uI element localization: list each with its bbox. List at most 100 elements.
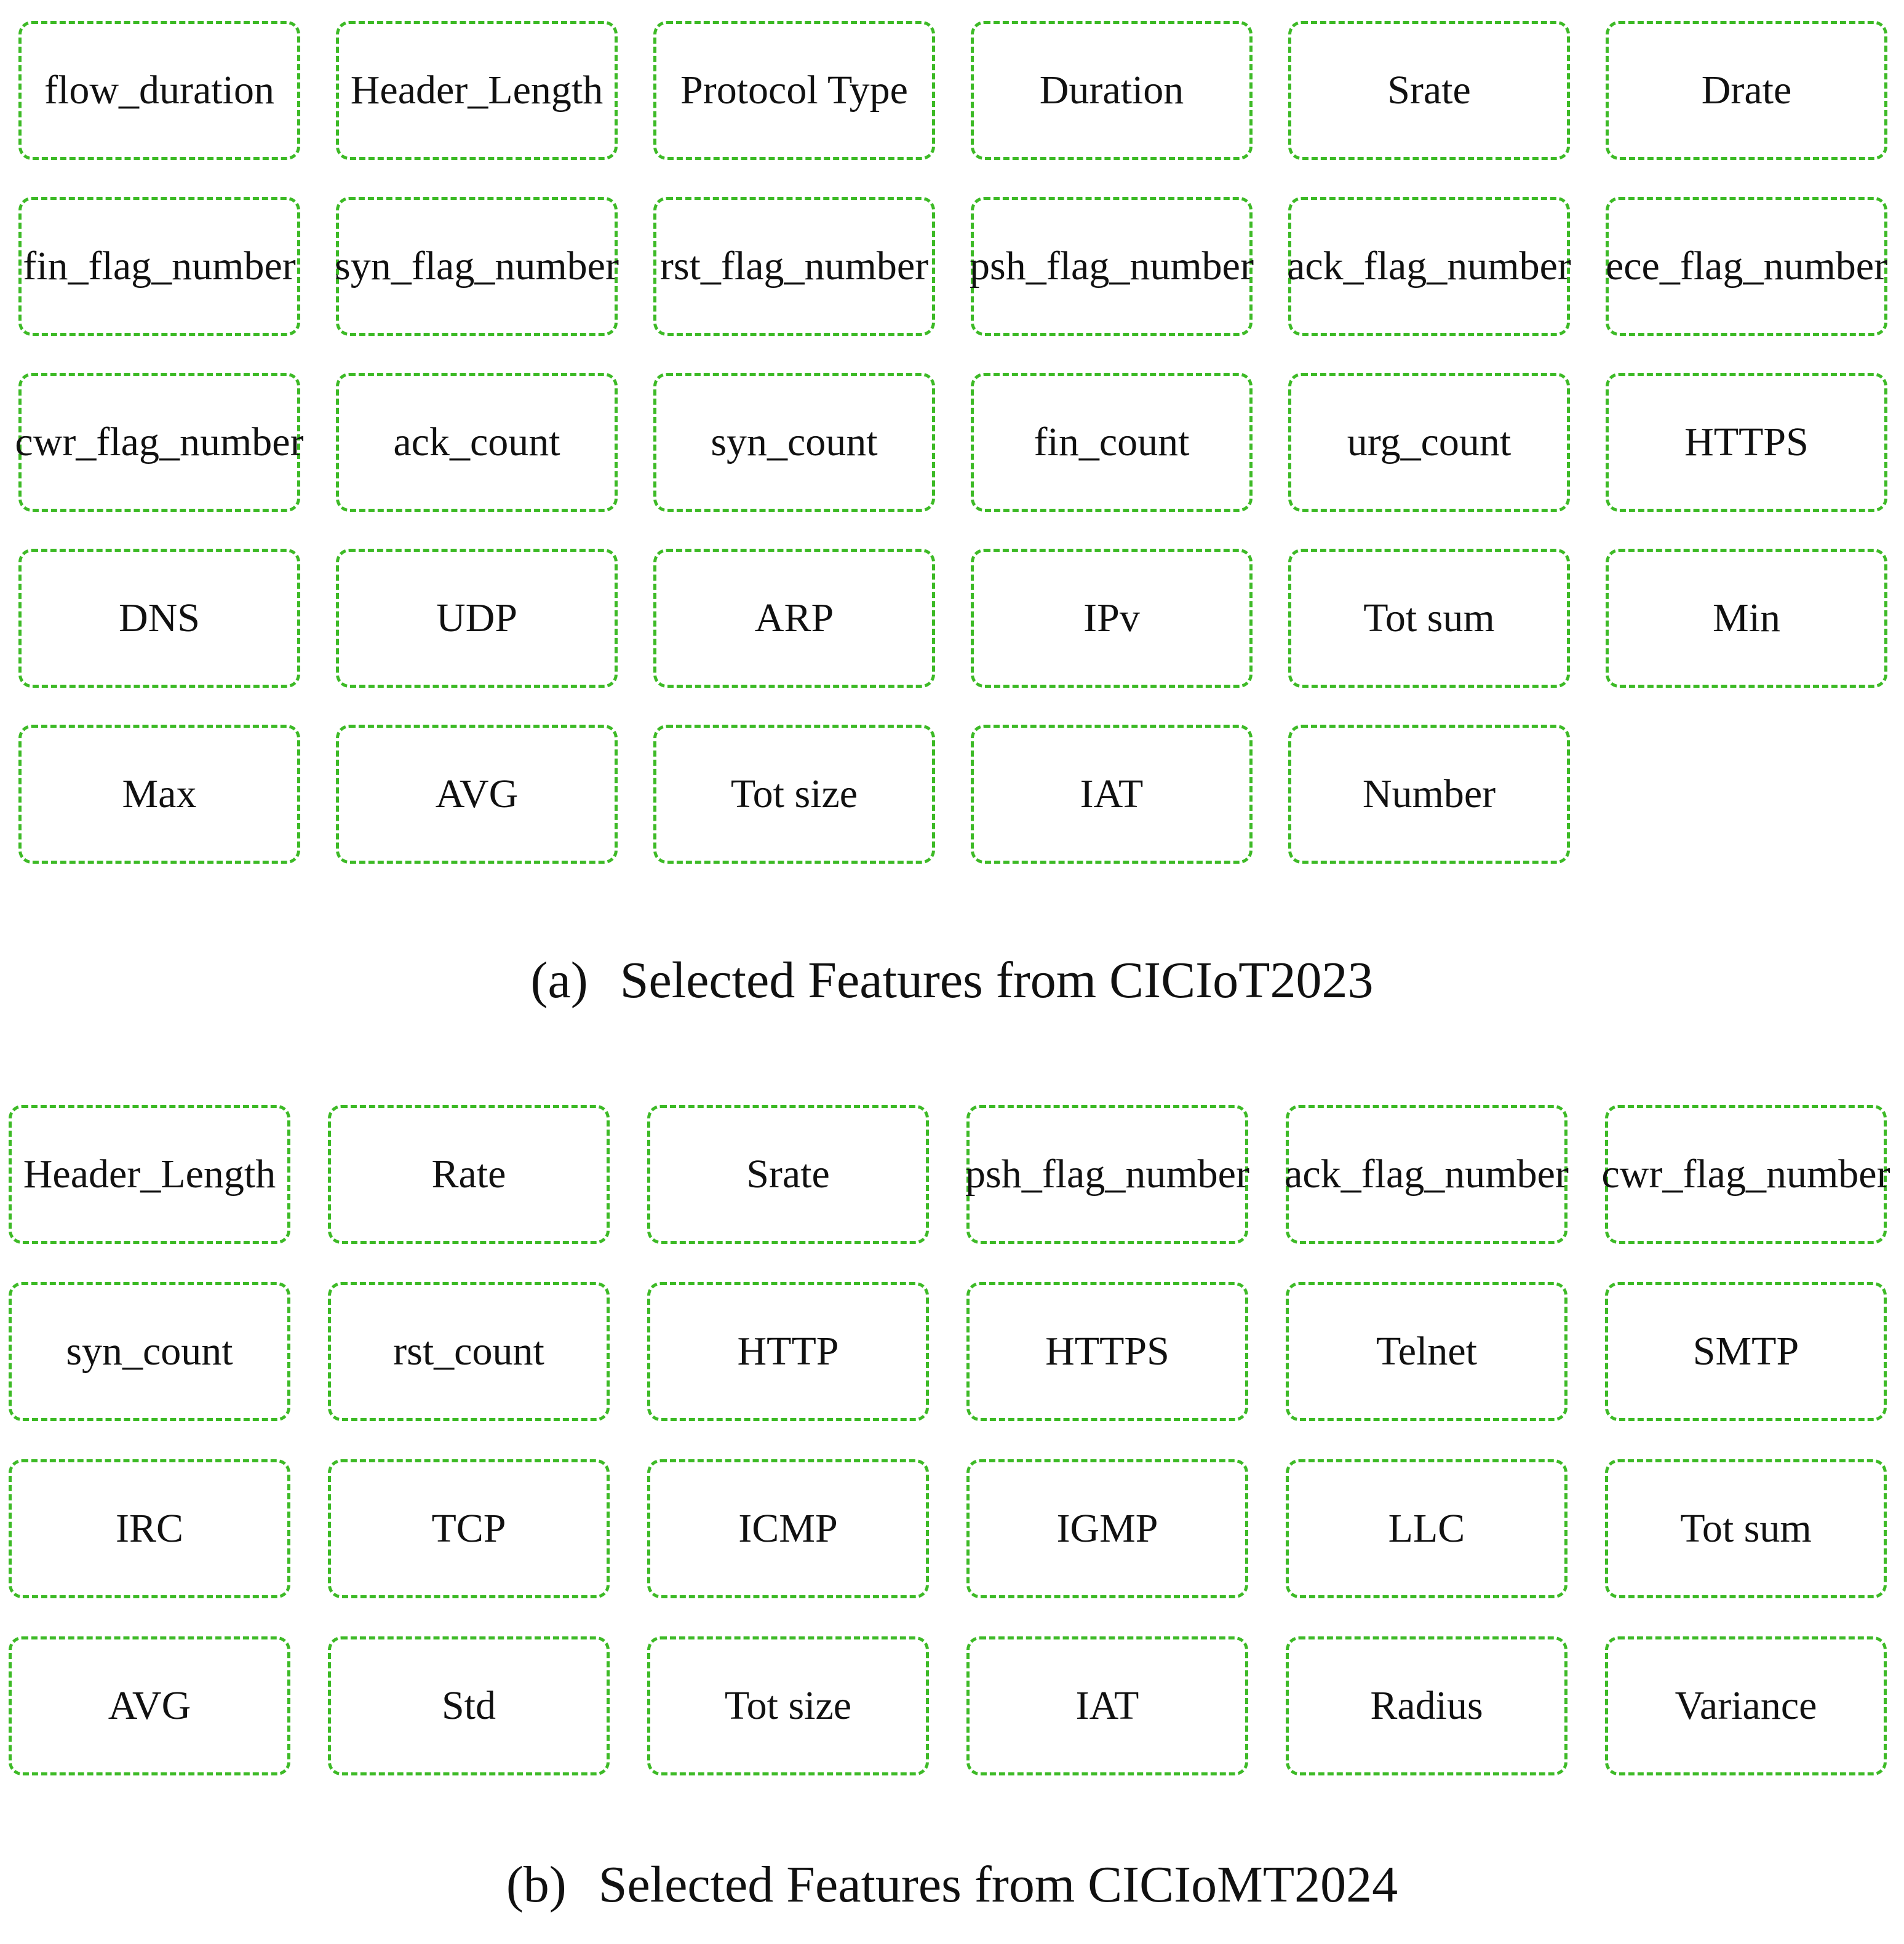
feature-label: ICMP <box>738 1506 838 1551</box>
feature-label: ece_flag_number <box>1605 244 1888 289</box>
feature-box: UDP <box>336 549 618 688</box>
feature-box: flow_duration <box>18 21 300 160</box>
feature-box: Number <box>1288 725 1570 864</box>
feature-label: IGMP <box>1056 1506 1158 1551</box>
feature-label: fin_flag_number <box>23 244 296 289</box>
feature-label: UDP <box>436 596 518 640</box>
feature-label: HTTP <box>737 1329 839 1374</box>
feature-box: Protocol Type <box>653 21 935 160</box>
feature-label: urg_count <box>1347 420 1512 464</box>
feature-box: fin_flag_number <box>18 197 300 336</box>
feature-box: Max <box>18 725 300 864</box>
feature-label: fin_count <box>1034 420 1190 464</box>
feature-box: Tot sum <box>1288 549 1570 688</box>
feature-box: Std <box>328 1636 610 1775</box>
feature-label: psh_flag_number <box>965 1152 1249 1197</box>
feature-label: Srate <box>746 1152 830 1197</box>
feature-box: Radius <box>1286 1636 1567 1775</box>
feature-box: AVG <box>9 1636 290 1775</box>
feature-box: Duration <box>971 21 1253 160</box>
feature-box: TCP <box>328 1459 610 1598</box>
feature-label: Variance <box>1675 1683 1817 1728</box>
feature-label: AVG <box>108 1683 191 1728</box>
feature-label: TCP <box>431 1506 506 1551</box>
feature-label: cwr_flag_number <box>1601 1152 1890 1197</box>
feature-label: IAT <box>1080 771 1144 816</box>
feature-label: syn_flag_number <box>335 244 619 289</box>
feature-label: Header_Length <box>23 1152 276 1197</box>
feature-box: HTTP <box>647 1282 929 1421</box>
feature-label: Tot size <box>730 771 858 816</box>
feature-box: Tot sum <box>1605 1459 1887 1598</box>
feature-box: Header_Length <box>9 1105 290 1244</box>
feature-label: Min <box>1712 596 1781 640</box>
feature-box: ece_flag_number <box>1606 197 1887 336</box>
caption-a: (a) Selected Features from CICIoT2023 <box>0 950 1904 1010</box>
feature-label: Tot sum <box>1363 596 1495 640</box>
caption-b-tag: (b) <box>506 1856 567 1913</box>
feature-box: Srate <box>1288 21 1570 160</box>
feature-label: LLC <box>1388 1506 1465 1551</box>
feature-label: IAT <box>1075 1683 1139 1728</box>
feature-label: IPv <box>1083 596 1140 640</box>
feature-box: Variance <box>1605 1636 1887 1775</box>
feature-box: Rate <box>328 1105 610 1244</box>
feature-box: psh_flag_number <box>965 1105 1249 1244</box>
feature-label: ack_count <box>393 420 560 464</box>
feature-label: AVG <box>435 771 519 816</box>
feature-label: Radius <box>1370 1683 1483 1728</box>
feature-label: HTTPS <box>1684 420 1809 464</box>
feature-label: cwr_flag_number <box>15 420 304 464</box>
feature-box: ARP <box>653 549 935 688</box>
feature-box: Srate <box>647 1105 929 1244</box>
feature-label: IRC <box>115 1506 184 1551</box>
feature-label: rst_count <box>393 1329 544 1374</box>
caption-b: (b) Selected Features from CICIoMT2024 <box>0 1855 1904 1914</box>
feature-label: Tot sum <box>1680 1506 1812 1551</box>
feature-box: cwr_flag_number <box>15 373 304 512</box>
panel-b-ciciomt2024: Header_Length Rate Srate psh_flag_number ack… <box>0 1083 1904 1944</box>
feature-label: Protocol Type <box>680 68 908 113</box>
feature-label: Std <box>441 1683 496 1728</box>
feature-box: Telnet <box>1286 1282 1567 1421</box>
feature-label: rst_flag_number <box>659 244 929 289</box>
feature-label: Tot size <box>724 1683 852 1728</box>
feature-box: Drate <box>1606 21 1887 160</box>
feature-box: HTTPS <box>1606 373 1887 512</box>
feature-label: Header_Length <box>350 68 603 113</box>
feature-box: syn_count <box>653 373 935 512</box>
caption-a-tag: (a) <box>530 952 588 1009</box>
feature-label: Duration <box>1039 68 1184 113</box>
feature-label: DNS <box>118 596 201 640</box>
feature-box: IAT <box>966 1636 1248 1775</box>
feature-box: ack_flag_number <box>1285 1105 1569 1244</box>
feature-box: ack_count <box>336 373 618 512</box>
feature-label: ack_flag_number <box>1287 244 1571 289</box>
feature-label: flow_duration <box>44 68 274 113</box>
caption-b-text: Selected Features from CICIoMT2024 <box>598 1856 1398 1913</box>
feature-box: IAT <box>971 725 1253 864</box>
feature-box: DNS <box>18 549 300 688</box>
feature-box: AVG <box>336 725 618 864</box>
feature-box: psh_flag_number <box>970 197 1254 336</box>
feature-box: Min <box>1606 549 1887 688</box>
feature-label: Telnet <box>1376 1329 1477 1374</box>
feature-box: IRC <box>9 1459 290 1598</box>
feature-label: syn_count <box>711 420 878 464</box>
feature-label: ARP <box>754 596 834 640</box>
feature-label: Number <box>1362 771 1496 816</box>
feature-box: Tot size <box>653 725 935 864</box>
feature-label: ack_flag_number <box>1285 1152 1569 1197</box>
feature-box: LLC <box>1286 1459 1567 1598</box>
feature-box: syn_count <box>9 1282 290 1421</box>
feature-box: Tot size <box>647 1636 929 1775</box>
feature-box: cwr_flag_number <box>1601 1105 1890 1244</box>
feature-label: HTTPS <box>1045 1329 1169 1374</box>
feature-box: rst_flag_number <box>653 197 935 336</box>
feature-label: SMTP <box>1692 1329 1799 1374</box>
caption-a-text: Selected Features from CICIoT2023 <box>619 952 1374 1009</box>
feature-box: rst_count <box>328 1282 610 1421</box>
feature-label: Drate <box>1701 68 1792 113</box>
feature-label: Rate <box>431 1152 506 1197</box>
